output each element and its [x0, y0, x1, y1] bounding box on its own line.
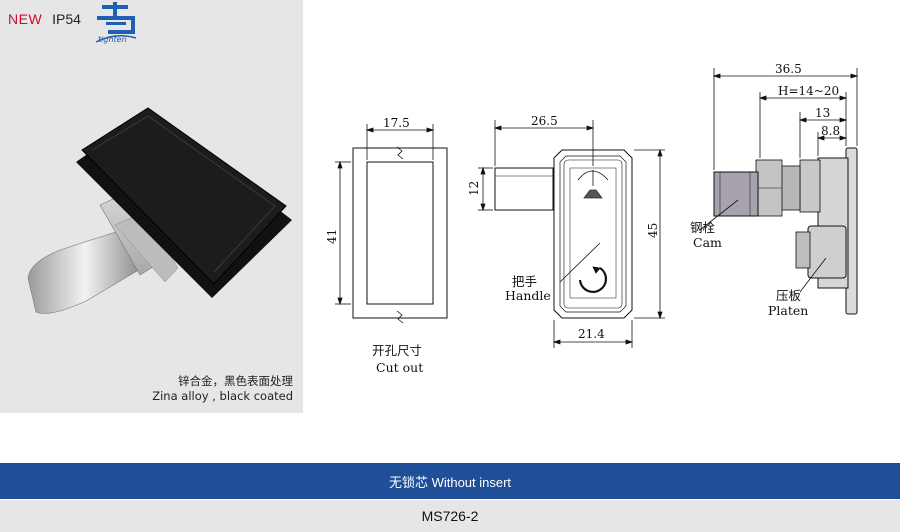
new-badge: NEW — [8, 11, 43, 27]
side-dim-8-8: 8.8 — [821, 124, 840, 138]
logo-text: tighten — [98, 35, 127, 44]
cam-label-en: Cam — [693, 235, 722, 250]
brand-logo: tighten — [95, 2, 137, 44]
technical-drawing: 17.5 41 开孔尺寸 Cut out 26.5 12 45 21.4 把手 … — [325, 62, 859, 375]
cutout-height-dim: 41 — [325, 229, 339, 244]
model-bar: MS726-2 — [0, 500, 900, 532]
handle-label-cn: 把手 — [512, 274, 537, 289]
insert-type-label: 无锁芯 Without insert — [388, 474, 512, 490]
ip-rating: IP54 — [52, 11, 81, 27]
product-image — [27, 107, 292, 314]
cutout-view — [335, 124, 448, 324]
cam-label-cn: 钢栓 — [690, 220, 716, 235]
front-bottom-dim: 21.4 — [578, 327, 605, 341]
front-top-dim: 26.5 — [531, 114, 558, 128]
platen-label-cn: 压板 — [776, 288, 802, 303]
handle-label-en: Handle — [505, 288, 551, 303]
side-dim-13: 13 — [815, 106, 830, 120]
front-height-dim: 45 — [646, 223, 660, 238]
side-view — [699, 68, 859, 315]
side-dim-overall: 36.5 — [775, 62, 802, 76]
material-en: Zina alloy , black coated — [152, 389, 293, 403]
front-shaft-dim: 12 — [467, 181, 481, 196]
badge: NEW IP54 — [8, 11, 81, 27]
side-dim-h: H=14~20 — [778, 84, 839, 98]
model-number: MS726-2 — [421, 508, 479, 524]
cutout-label-en: Cut out — [376, 360, 423, 375]
insert-type-bar: 无锁芯 Without insert — [0, 463, 900, 499]
front-view — [478, 120, 665, 348]
cutout-label-cn: 开孔尺寸 — [372, 343, 422, 358]
platen-label-en: Platen — [768, 303, 808, 318]
material-cn: 锌合金，黑色表面处理 — [178, 374, 293, 388]
cutout-width-dim: 17.5 — [383, 116, 410, 130]
material-note: 锌合金，黑色表面处理 Zina alloy , black coated — [152, 374, 293, 404]
